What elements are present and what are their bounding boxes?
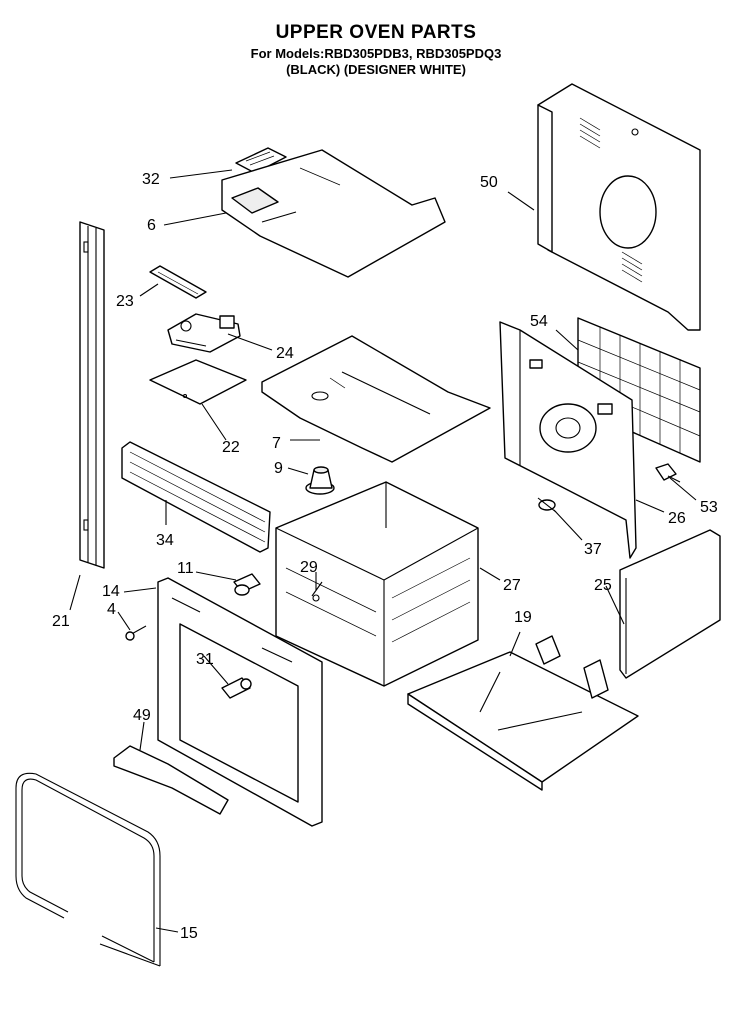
part-4-screw [125, 625, 147, 641]
leader-lines [69, 169, 697, 933]
callout-15: 15 [180, 925, 198, 942]
callout-53: 53 [700, 499, 718, 516]
callout-27: 27 [503, 577, 521, 594]
callout-14: 14 [102, 583, 120, 600]
part-23-bracket [149, 265, 207, 299]
callout-29: 29 [300, 559, 318, 576]
callout-22: 22 [222, 439, 240, 456]
part-26-rear-panel [499, 321, 637, 559]
callout-34: 34 [156, 532, 174, 549]
part-49-lower-trim [113, 745, 229, 815]
part-24-lock-assembly [167, 313, 241, 353]
callout-37: 37 [584, 541, 602, 558]
callout-9: 9 [274, 460, 283, 477]
callout-54: 54 [530, 313, 548, 330]
part-53-switch [655, 463, 681, 483]
part-9-vent-knob [305, 466, 335, 495]
callout-49: 49 [133, 707, 151, 724]
diagram-title: UPPER OVEN PARTS [275, 22, 477, 43]
part-27-oven-cavity [275, 481, 479, 687]
callout-26: 26 [668, 510, 686, 527]
callout-32: 32 [142, 171, 160, 188]
callout-25: 25 [594, 577, 612, 594]
model-numbers: For Models:RBD305PDB3, RBD305PDQ3 [250, 46, 502, 61]
part-21-side-trim [79, 221, 105, 569]
part-32-small-plate [235, 147, 287, 174]
callout-50: 50 [480, 174, 498, 191]
part-31-switch [221, 677, 252, 699]
part-37-sensor [537, 497, 557, 513]
callout-23: 23 [116, 293, 134, 310]
model-variants: (BLACK) (DESIGNER WHITE) [286, 62, 466, 77]
part-19-bottom-tray [407, 635, 639, 791]
part-11-bulb [233, 573, 261, 596]
part-34-vent-grille [121, 441, 271, 553]
callout-6: 6 [147, 217, 156, 234]
part-25-side-panel [619, 529, 721, 679]
part-15-door-gasket [15, 772, 161, 967]
part-29-element [311, 581, 323, 602]
part-7-upper-baffle [261, 335, 491, 463]
callout-31: 31 [196, 651, 214, 668]
callout-4: 4 [107, 601, 116, 618]
callout-7: 7 [272, 435, 281, 452]
callout-21: 21 [52, 613, 70, 630]
callout-labels: 32 6 50 23 24 54 22 7 9 34 53 26 37 11 2… [52, 171, 718, 942]
part-50-rear-panel [537, 83, 701, 331]
part-22-plate [149, 359, 247, 405]
callout-11: 11 [177, 560, 194, 577]
callout-24: 24 [276, 345, 294, 362]
part-14-front-frame [157, 577, 323, 827]
part-6-top-panel [221, 149, 446, 278]
callout-19: 19 [514, 609, 532, 626]
